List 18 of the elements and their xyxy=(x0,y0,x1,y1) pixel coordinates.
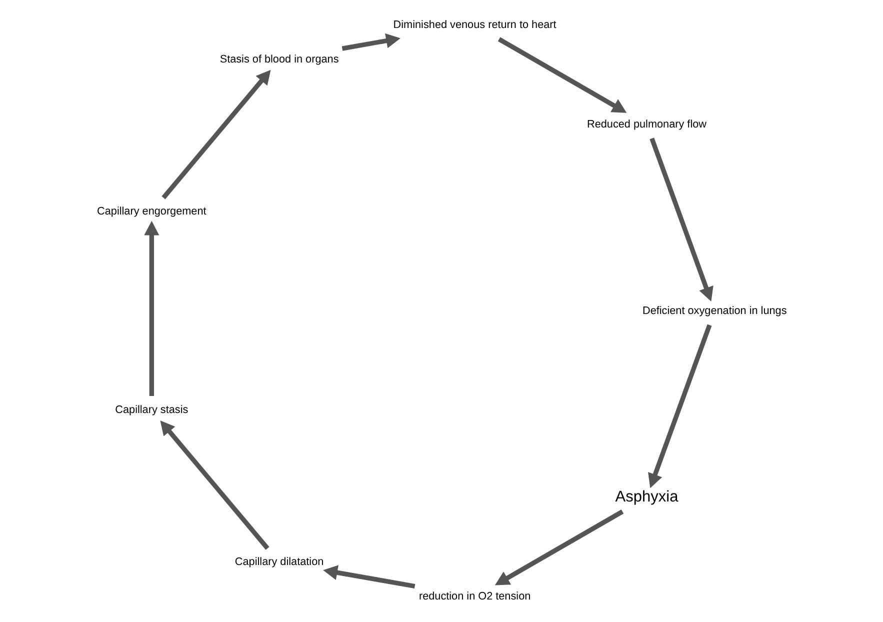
arrow xyxy=(144,220,160,396)
node-text: reduction in O2 tension xyxy=(418,590,531,603)
node-text: Stasis of blood in organs xyxy=(220,54,339,66)
arrow xyxy=(323,565,416,589)
node-text: Capillary dilatation xyxy=(234,556,324,568)
node-text: Asphyxia xyxy=(615,488,678,506)
arrow xyxy=(162,70,271,200)
arrow xyxy=(494,510,624,586)
node-text: Deficient oxygenation in lungs xyxy=(642,304,787,317)
node-text: Capillary engorgement xyxy=(97,206,206,218)
node-text: Reduced pulmonary flow xyxy=(586,118,707,130)
arrow xyxy=(498,37,627,113)
arrow xyxy=(650,138,714,302)
node-text: Capillary stasis xyxy=(115,404,188,416)
arrow xyxy=(648,324,712,488)
arrow xyxy=(160,420,270,550)
node-text: Diminished venous return to heart xyxy=(393,19,556,32)
arrow xyxy=(342,33,400,51)
